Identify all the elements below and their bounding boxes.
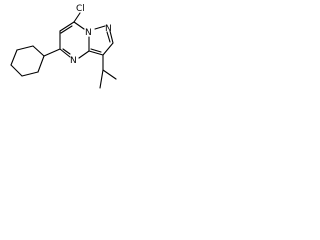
bond-n1-n2 xyxy=(94,25,106,30)
bond-cy5-cy6 xyxy=(21,71,39,77)
bond-c5-n4 xyxy=(59,48,71,58)
bond-c2-c3 xyxy=(102,42,114,56)
bond-cy6-cy1 xyxy=(37,55,45,73)
bond-c7-cl xyxy=(73,12,81,23)
bond-c7-c6 xyxy=(59,21,75,32)
atom-label-chlorine: Cl xyxy=(76,4,85,14)
atom-label-nitrogen-n2: N xyxy=(105,24,112,34)
bond-ch-ch3-right xyxy=(102,69,117,80)
structure-canvas: Cl N N N xyxy=(0,0,132,98)
bond-n1-c7 xyxy=(73,21,85,30)
bond-n4-c3a xyxy=(78,50,90,59)
bond-c7-c6-inner xyxy=(60,25,73,34)
atom-label-nitrogen-n4: N xyxy=(70,56,77,66)
bond-cy2-cy3 xyxy=(16,45,34,51)
bond-ch-ch3-down xyxy=(99,69,104,89)
atom-label-nitrogen-n1: N xyxy=(85,28,92,38)
bond-n2-c2-inner xyxy=(106,31,111,43)
bond-n2-c2 xyxy=(109,30,114,44)
bond-c3-c3a xyxy=(88,50,104,56)
bond-c3-c3a-inner xyxy=(90,48,102,53)
bond-cy4-cy5 xyxy=(10,64,23,77)
bond-c5-n4-inner xyxy=(62,48,71,55)
bond-cy1-cy2 xyxy=(32,45,45,57)
molecule-structure: Cl N N N xyxy=(10,4,117,89)
bond-c5-cy1 xyxy=(43,48,61,57)
bond-cy3-cy4 xyxy=(10,49,18,66)
